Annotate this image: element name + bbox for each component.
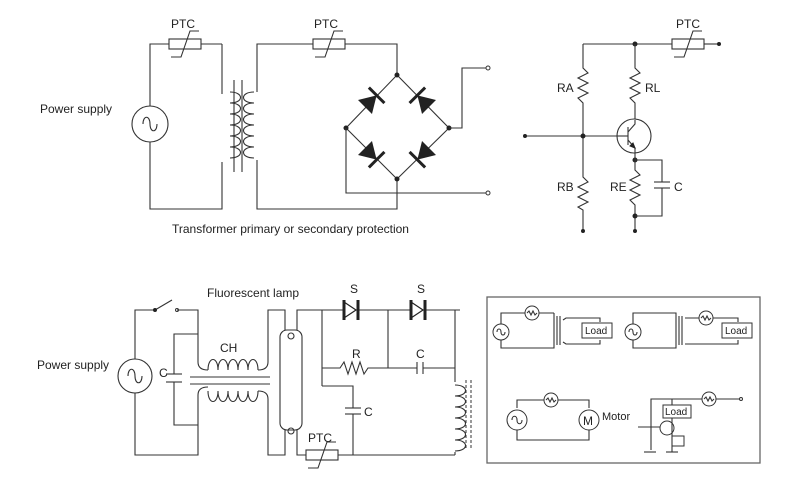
fluorescent-lamp-diagram: Power supply Fluorescent lamp CH C S S R…	[37, 282, 472, 469]
c-mid-label: C	[364, 405, 373, 419]
ptc-thermistor	[671, 30, 705, 58]
ra-text: RA	[557, 81, 574, 95]
re-label: RE	[610, 180, 627, 194]
c-label: C	[674, 180, 683, 194]
secondary-coil-icon	[242, 91, 255, 159]
ptc-secondary	[312, 30, 346, 58]
c-input-label: C	[159, 366, 168, 380]
power-supply-label: Power supply	[40, 102, 112, 116]
ch-label: CH	[220, 341, 237, 355]
diac-s2-icon	[409, 300, 427, 320]
rb-label: RB	[557, 180, 574, 194]
diac-s1-icon	[342, 300, 360, 320]
ptc-thermistor-lamp	[305, 441, 339, 469]
example-transformer-primary: Load	[492, 305, 613, 349]
ac-source-icon	[131, 105, 169, 143]
lamp-label: Fluorescent lamp	[207, 286, 299, 300]
c-top-label: C	[416, 347, 425, 361]
ballast-coil-icon	[454, 380, 472, 455]
ptc-primary	[168, 30, 202, 58]
applications-panel: Load Load M Motor	[486, 296, 761, 464]
ptc-primary-label: PTC	[171, 17, 195, 31]
ptc-label: PTC	[676, 17, 700, 31]
transistor-protection-diagram: PTC RA RL RB RE C	[523, 17, 721, 233]
ptc-lamp-label: PTC	[308, 431, 332, 445]
load3-label: Load	[665, 407, 687, 418]
bridge-diode-3-icon	[356, 139, 386, 169]
transformer-protection-diagram: PTC PTC Power supply Transformer primary…	[40, 17, 491, 236]
ac-source-icon-2	[117, 358, 153, 394]
motor-symbol: M	[583, 414, 593, 428]
diagram-caption: Transformer primary or secondary protect…	[172, 222, 409, 236]
load2-label: Load	[725, 326, 747, 337]
power-supply-label-2: Power supply	[37, 358, 109, 372]
transistor-icon	[616, 118, 652, 155]
example-transformer-secondary: Load	[624, 310, 753, 349]
motor-label: Motor	[602, 411, 630, 423]
r-label: R	[352, 347, 361, 361]
example-transistor-load: Load	[638, 391, 743, 453]
s2-label: S	[417, 282, 425, 296]
ptc-secondary-label: PTC	[314, 17, 338, 31]
s1-label: S	[350, 282, 358, 296]
primary-coil-icon	[221, 91, 242, 159]
load1-label: Load	[585, 326, 607, 337]
example-motor: M Motor	[506, 392, 630, 441]
ra-label: RA	[557, 81, 574, 95]
rl-label: RL	[645, 81, 661, 95]
fluorescent-lamp-icon	[279, 329, 303, 435]
switch-icon	[154, 299, 173, 311]
